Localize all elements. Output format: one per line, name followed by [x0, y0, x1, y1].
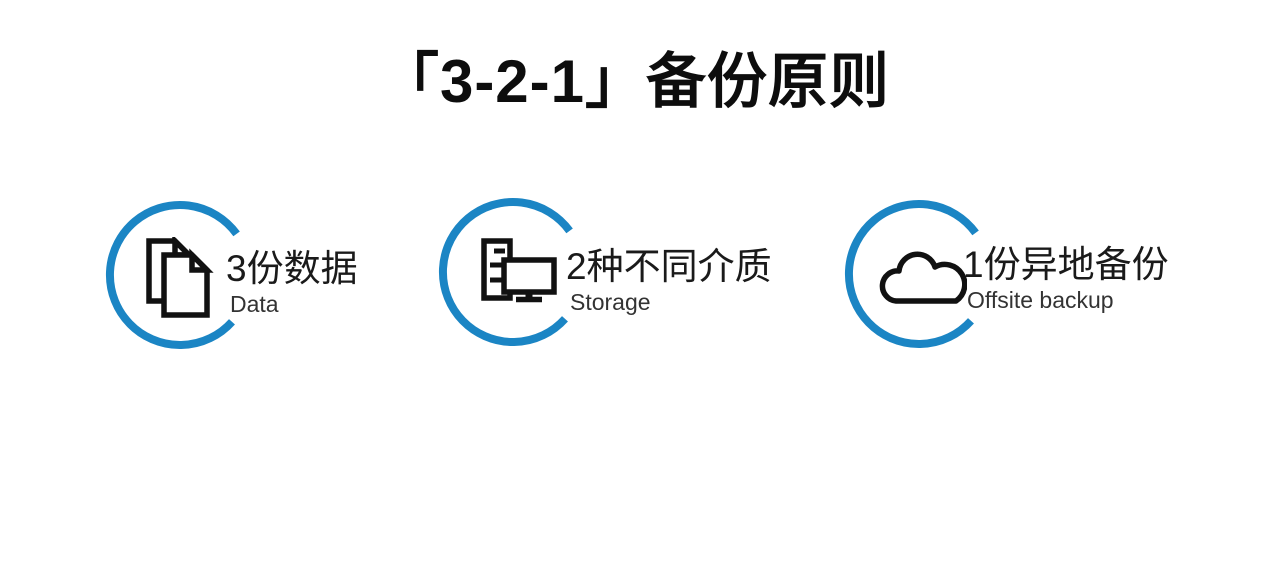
item-label-zh: 2种不同介质	[566, 246, 772, 287]
documents-icon	[146, 237, 214, 318]
arc-stroke	[439, 198, 573, 346]
cloud-icon	[879, 251, 967, 304]
computer-parts	[481, 238, 557, 303]
computer-storage-icon	[481, 238, 557, 303]
item-label-en: Data	[230, 291, 279, 317]
backup-item-offsite: 1份异地备份 Offsite backup	[844, 199, 1244, 374]
document-pages	[146, 237, 214, 318]
cloud-outline	[879, 251, 967, 304]
open-circle-arc	[439, 198, 573, 346]
page-title: 「3-2-1」备份原则	[378, 48, 891, 115]
item-label-en: Storage	[570, 289, 651, 315]
monitor-screen	[501, 257, 557, 295]
arc-stroke	[106, 201, 240, 349]
front-page-fold	[189, 248, 214, 273]
item-label-en: Offsite backup	[967, 287, 1114, 313]
open-circle-arc	[106, 201, 240, 349]
arc-stroke	[845, 200, 979, 348]
open-circle-arc	[845, 200, 979, 348]
item-label-zh: 3份数据	[226, 248, 358, 289]
item-labels: 2种不同介质 Storage	[566, 248, 772, 315]
item-labels: 3份数据 Data	[226, 250, 358, 317]
backup-item-storage: 2种不同介质 Storage	[438, 197, 838, 372]
item-label-zh: 1份异地备份	[963, 244, 1169, 285]
item-labels: 1份异地备份 Offsite backup	[963, 246, 1169, 313]
backup-item-data: 3份数据 Data	[105, 200, 505, 375]
